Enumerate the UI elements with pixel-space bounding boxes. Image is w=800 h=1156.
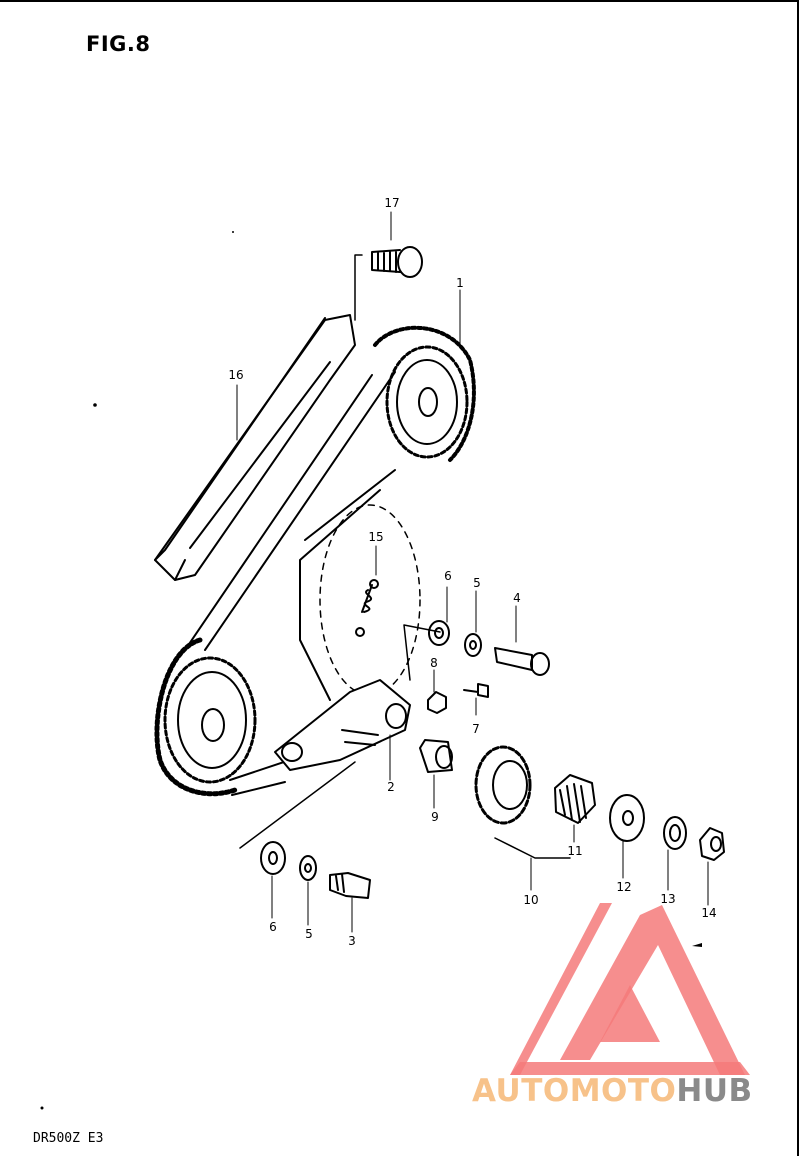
- idler-sprocket-and-bearing: [474, 745, 596, 859]
- end-washers-and-nut: [609, 794, 725, 861]
- automotohub-logo: [510, 903, 750, 1075]
- guide-bolt: [354, 246, 423, 321]
- leader-lines: [236, 211, 709, 933]
- upper-washers-and-bolt: [428, 620, 550, 676]
- callout-1: 1: [456, 276, 464, 290]
- callout-5-lower: 5: [305, 927, 313, 941]
- upper-camshaft-sprocket: [385, 345, 469, 459]
- lower-crank-sprocket: [163, 656, 257, 784]
- tensioner-arm: [239, 624, 441, 849]
- callout-14: 14: [701, 906, 717, 920]
- figure-title: FIG.8: [86, 32, 151, 56]
- callout-13: 13: [660, 892, 676, 906]
- callout-15: 15: [368, 530, 384, 544]
- callout-6-lower: 6: [269, 920, 277, 934]
- callout-17: 17: [384, 196, 400, 210]
- watermark-part1: AUTOMOTO: [472, 1073, 677, 1109]
- stray-marks: [40, 231, 702, 1110]
- callout-8: 8: [430, 656, 438, 670]
- tensioner-spring: [319, 504, 421, 696]
- nut-pin-collar: [419, 683, 489, 773]
- watermark-text: AUTOMOTOHUB: [472, 1073, 753, 1109]
- chain-guide: [154, 314, 356, 581]
- callout-4: 4: [513, 591, 521, 605]
- lower-washers-and-bolt: [260, 841, 371, 899]
- callout-2: 2: [387, 780, 395, 794]
- callout-7: 7: [472, 722, 480, 736]
- callout-5-upper: 5: [473, 576, 481, 590]
- frame-border-top: [0, 0, 797, 2]
- callout-12: 12: [616, 880, 632, 894]
- frame-border-right: [797, 0, 799, 1156]
- cam-chain: [154, 325, 476, 797]
- callout-10: 10: [523, 893, 539, 907]
- watermark-part2: HUB: [676, 1073, 753, 1109]
- callout-3: 3: [348, 934, 356, 948]
- callout-11: 11: [567, 844, 583, 858]
- callout-16: 16: [228, 368, 244, 382]
- callout-6-upper: 6: [444, 569, 452, 583]
- model-code: DR500Z E3: [33, 1131, 104, 1146]
- callout-9: 9: [431, 810, 439, 824]
